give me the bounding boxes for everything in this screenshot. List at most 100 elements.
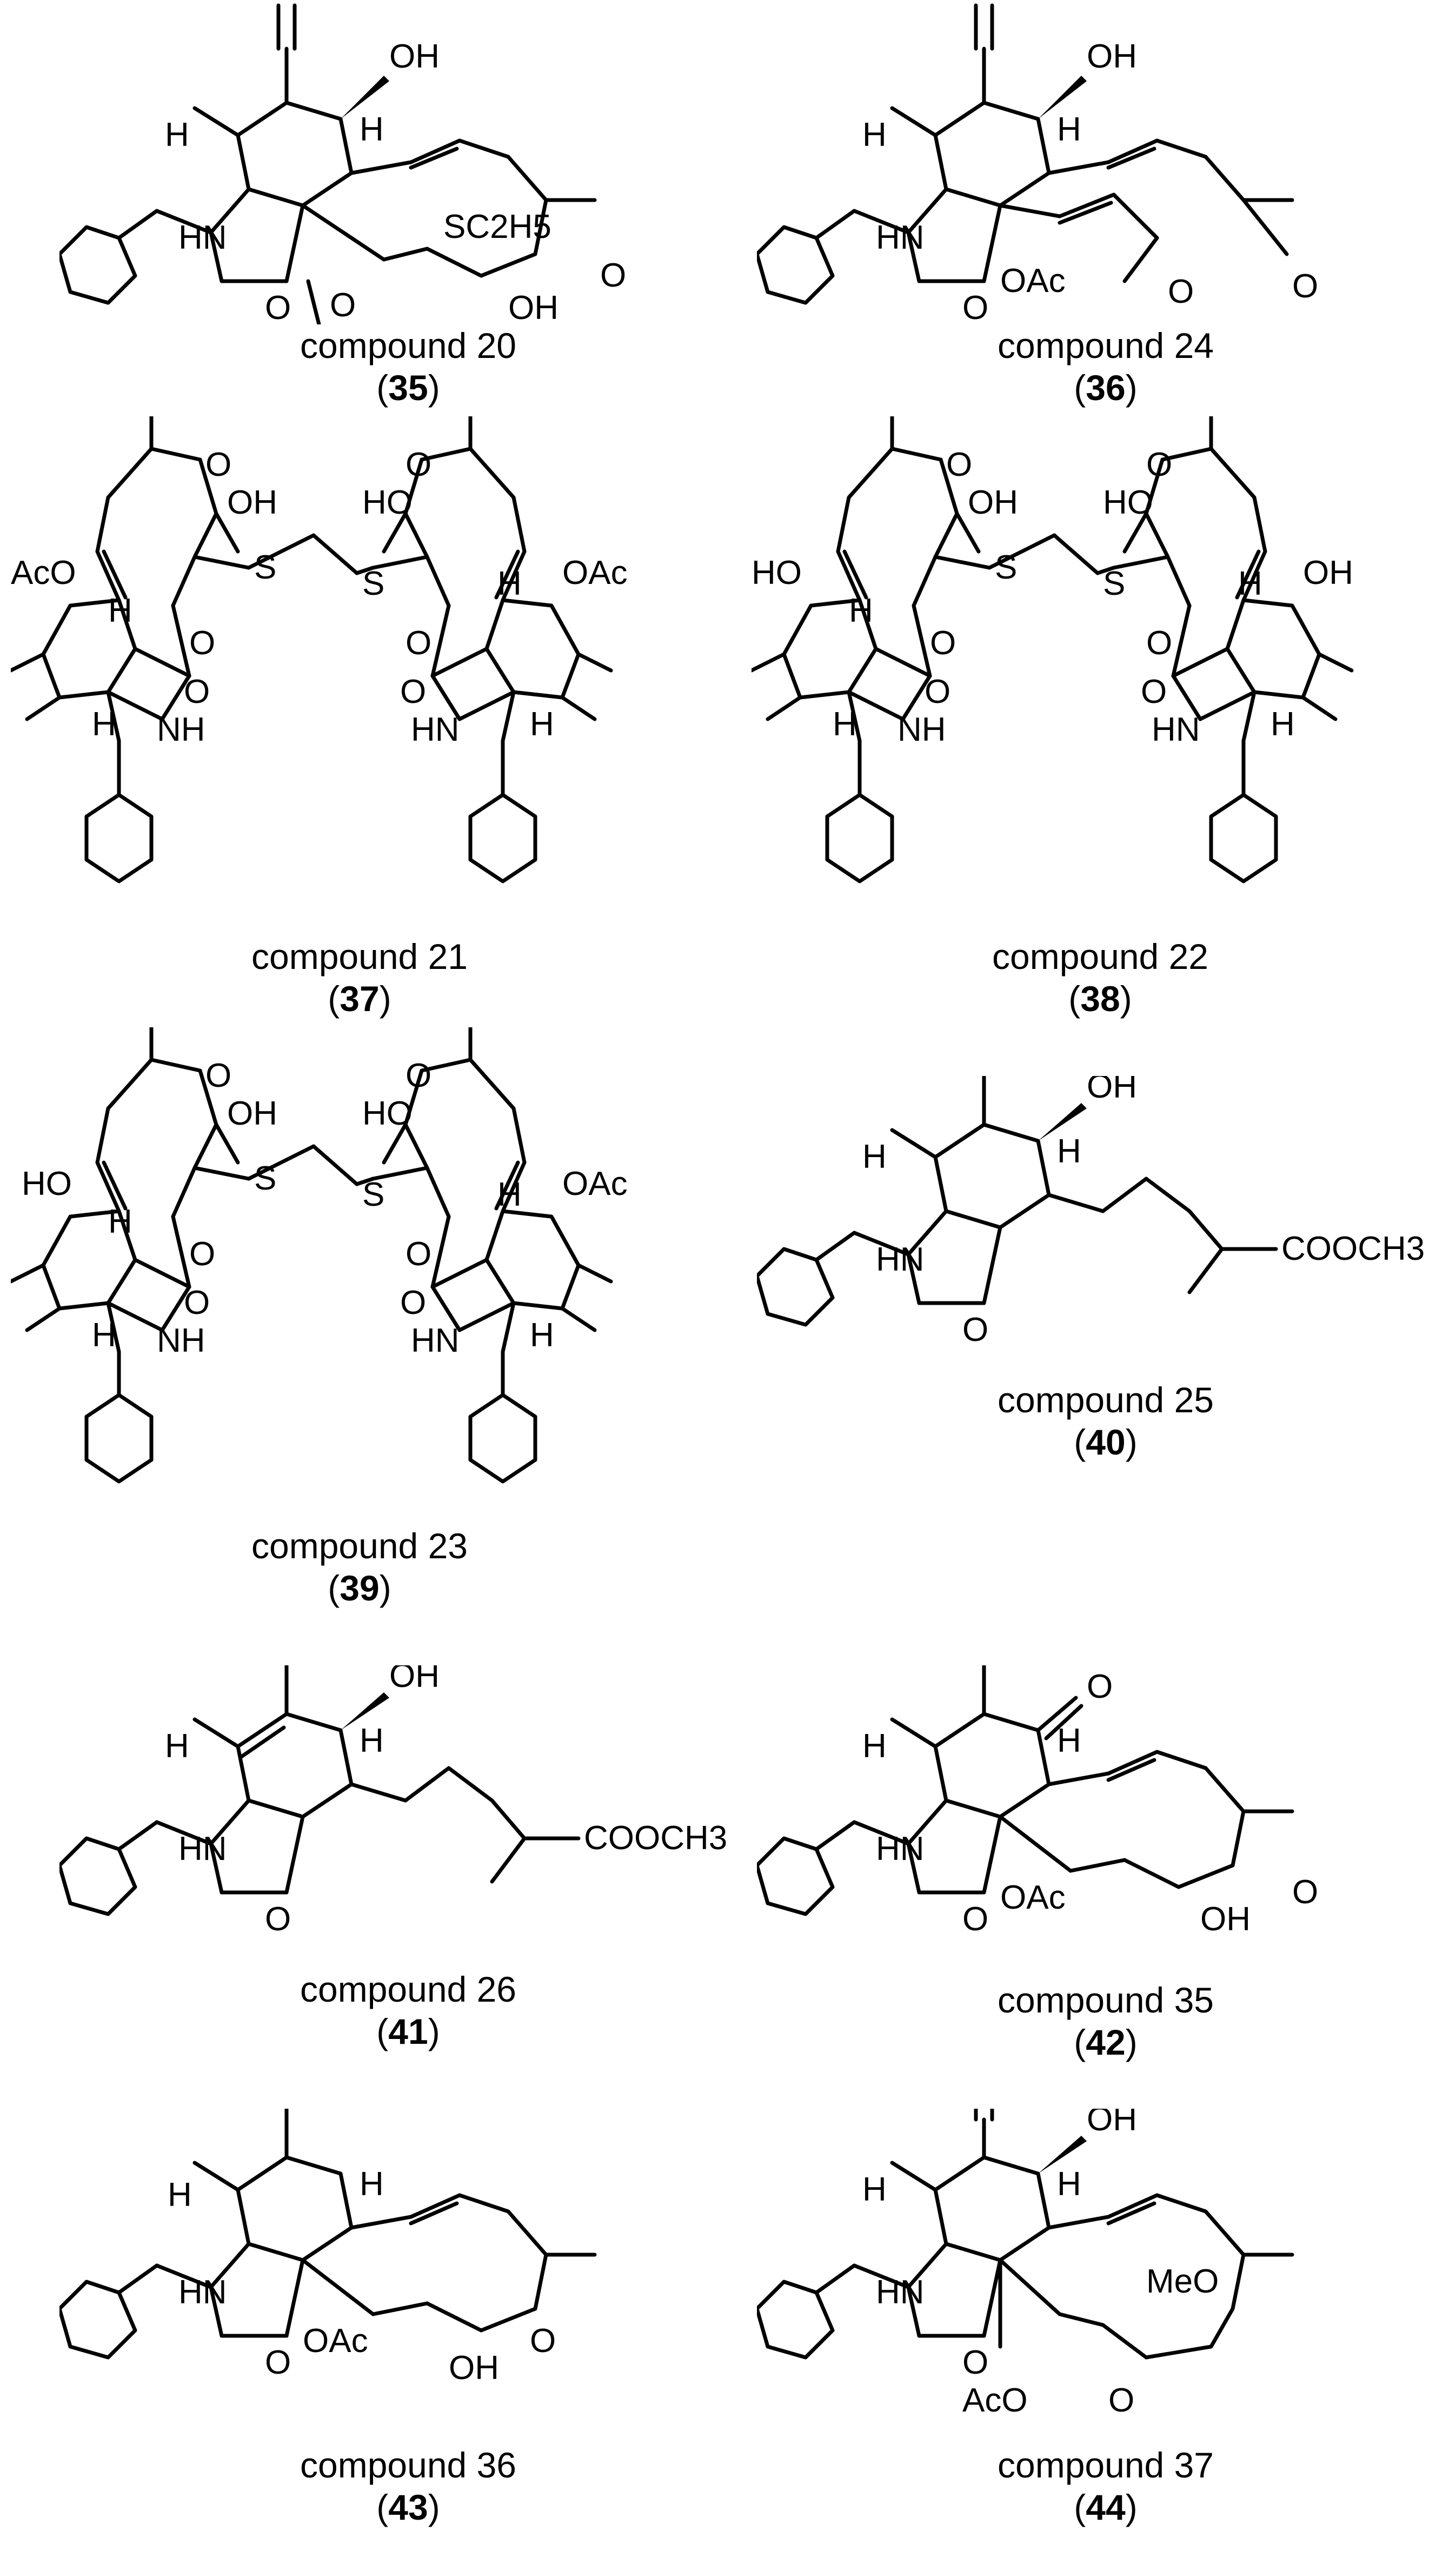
atom-label: O	[1087, 1668, 1113, 1705]
atom-label: O	[265, 1901, 291, 1938]
atom-label: H	[165, 116, 189, 154]
compound-label: compound 24	[998, 325, 1214, 366]
atom-label: H	[360, 111, 384, 148]
atom-label: NH	[157, 1322, 205, 1359]
atom-label: O	[962, 1311, 988, 1348]
compound-caption: compound 23 (39)	[11, 1525, 708, 1609]
atom-label: AcO	[962, 2382, 1028, 2419]
atom-label: OH	[389, 38, 440, 75]
atom-label: H	[92, 1317, 116, 1354]
atom-label: HN	[876, 1241, 925, 1278]
atom-label: NH	[897, 711, 946, 748]
compound-label: compound 37	[998, 2445, 1214, 2485]
atom-label: O	[189, 1235, 215, 1273]
compound-label: compound 25	[998, 1380, 1214, 1420]
atom-label: S	[995, 549, 1017, 586]
atom-label: H	[530, 706, 554, 743]
compound-number: 41	[388, 2011, 428, 2051]
atom-label: HN	[876, 2274, 925, 2311]
atom-label: HN	[1152, 711, 1200, 748]
atom-label: MeO	[1146, 2263, 1219, 2300]
atom-label: O	[962, 289, 988, 324]
atom-label: O	[400, 1284, 426, 1321]
atom-label: O	[930, 625, 956, 662]
compound-label: compound 22	[992, 936, 1208, 976]
compound-number: 37	[340, 979, 380, 1019]
atom-label: H	[1057, 2165, 1081, 2203]
atom-label: H	[497, 565, 522, 602]
compound-panel: OH H H HN O OAc O O compound 24 (36)	[757, 0, 1454, 408]
atom-label: H	[360, 1722, 384, 1759]
compound-panel: OH H H HN O MeO AcO O compound 37 (44)	[757, 2109, 1454, 2527]
atom-label: H	[849, 592, 873, 629]
atom-label: OH	[449, 2349, 499, 2387]
atom-label: O	[205, 1057, 231, 1094]
atom-label: OH	[1087, 2109, 1137, 2138]
compound-caption: compound 36 (43)	[59, 2444, 757, 2528]
atom-label: O	[1141, 673, 1167, 710]
atom-label: O	[600, 257, 626, 294]
atom-label: COOCH3	[1281, 1230, 1425, 1267]
atom-label: O	[265, 289, 291, 324]
atom-label: O	[405, 446, 431, 483]
structure-compound-26: OH H H HN O COOCH3	[59, 1665, 727, 1938]
atom-label: O	[400, 673, 426, 710]
atom-label: O	[405, 1235, 431, 1273]
atom-label: HN	[411, 711, 460, 748]
atom-label: OH	[1303, 554, 1353, 592]
atom-label: COOCH3	[584, 1819, 727, 1857]
atom-label: OH	[227, 1095, 277, 1132]
atom-label: OH	[968, 484, 1018, 521]
compound-number: 39	[340, 1568, 380, 1608]
atom-label: HN	[876, 1830, 925, 1868]
compound-number: 44	[1086, 2487, 1126, 2527]
atom-label: OH	[1087, 1076, 1137, 1105]
atom-label: O	[1108, 2382, 1134, 2419]
atom-label: O	[1146, 625, 1172, 662]
atom-label: OAc	[562, 1165, 628, 1203]
compound-caption: compound 21 (37)	[11, 935, 708, 1020]
atom-label: OH	[1200, 1901, 1251, 1938]
atom-label: HO	[362, 484, 413, 521]
atom-label: HO	[752, 554, 802, 592]
compound-panel: H H HN O OAc OH O compound 36 (43)	[59, 2109, 757, 2527]
compound-panel: O OH HO O S S HO H O O NH H H OAc O O HN…	[11, 1027, 708, 1608]
atom-label: O	[405, 1057, 431, 1094]
compound-panel: OH H H HN O COOCH3 compound 26 (41)	[59, 1665, 757, 2051]
atom-label: OAc	[1000, 1879, 1066, 1916]
compound-number: 36	[1086, 368, 1126, 408]
atom-label: O	[1292, 268, 1318, 305]
compound-number: 35	[388, 368, 428, 408]
atom-label: H	[1057, 1722, 1081, 1759]
atom-label: HN	[178, 219, 227, 256]
atom-label: O	[330, 287, 356, 324]
structure-compound-22: O OH HO O S S HO H O O NH H H OH O O HN …	[752, 416, 1354, 883]
atom-label: O	[962, 1901, 988, 1938]
structure-compound-25: OH H H HN O COOCH3	[757, 1076, 1425, 1348]
atom-label: S	[254, 549, 276, 586]
atom-label: OAc	[1000, 262, 1066, 300]
atom-label: H	[862, 1138, 887, 1175]
compound-label: compound 20	[300, 325, 516, 366]
compound-caption: compound 20 (35)	[59, 324, 757, 409]
compound-number: 40	[1086, 1422, 1126, 1462]
compound-label: compound 23	[251, 1526, 468, 1566]
compound-panel: O OH HO O S S AcO H O O NH H H OAc O O H…	[11, 416, 708, 1019]
compound-panel: OH H H HN O COOCH3 compound 25 (40)	[757, 1076, 1454, 1462]
compound-panel: O OH HO O S S HO H O O NH H H OH O O HN …	[752, 416, 1449, 1019]
compound-number: 42	[1086, 2022, 1126, 2062]
compound-label: compound 36	[300, 2445, 516, 2485]
atom-label: OAc	[562, 554, 628, 592]
atom-label: O	[1292, 1874, 1318, 1911]
atom-label: S	[1103, 565, 1125, 602]
atom-label: H	[497, 1176, 522, 1213]
compound-caption: compound 37 (44)	[757, 2444, 1454, 2528]
atom-label: O	[946, 446, 972, 483]
structure-compound-24: OH H H HN O OAc O O	[757, 3, 1318, 324]
atom-label: H	[168, 2176, 192, 2214]
atom-label: H	[1057, 111, 1081, 148]
atom-label: HN	[411, 1322, 460, 1359]
atom-label: O	[962, 2344, 988, 2381]
atom-label: NH	[157, 711, 205, 748]
